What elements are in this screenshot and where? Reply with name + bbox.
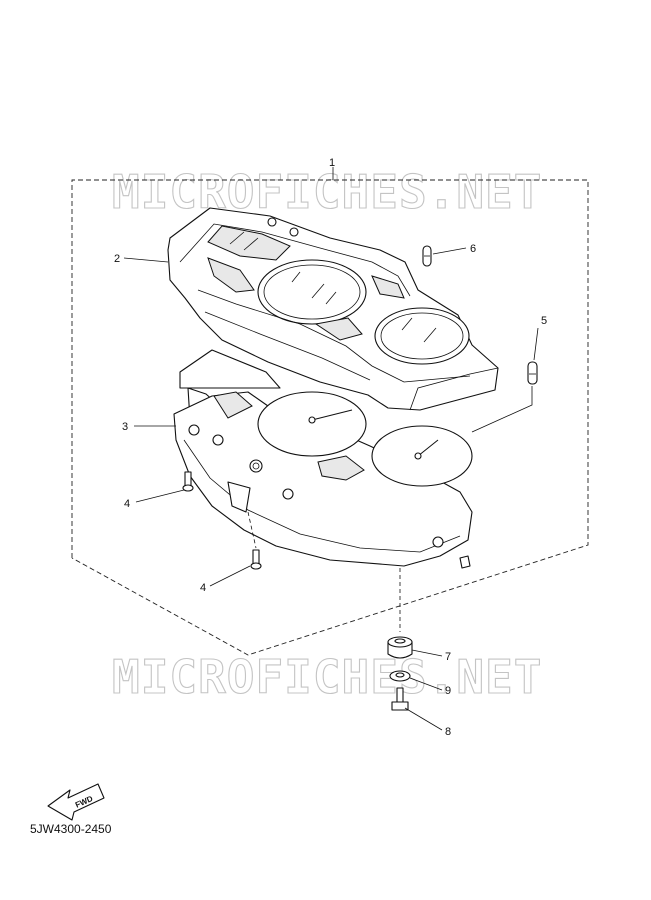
callout-5: 5 <box>541 315 547 327</box>
callout-1: 1 <box>329 157 335 169</box>
watermark-bottom: MICROFICHES.NET <box>112 650 542 704</box>
grommet-part-7 <box>387 636 413 659</box>
meter-body-part-3 <box>173 349 473 569</box>
bulb-part-5 <box>527 361 538 385</box>
watermark-top: MICROFICHES.NET <box>112 165 542 219</box>
leader-6 <box>432 247 467 255</box>
callout-4-lower: 4 <box>200 582 206 594</box>
part-number-label: 5JW4300-2450 <box>30 822 112 836</box>
leader-7 <box>411 649 443 657</box>
leader-9 <box>409 677 443 691</box>
leader-4-lower <box>209 565 251 587</box>
leader-8 <box>404 707 443 731</box>
screw-part-4-lower <box>250 549 262 570</box>
meter-cover-part-2 <box>167 207 499 411</box>
leader-5 <box>533 327 539 361</box>
screw-guide-line <box>247 511 257 549</box>
washer-part-9 <box>389 670 411 682</box>
callout-4-upper: 4 <box>124 498 130 510</box>
callout-9: 9 <box>445 685 451 697</box>
callout-6: 6 <box>470 243 476 255</box>
fwd-arrow-icon: FWD <box>47 783 105 821</box>
leader-2 <box>123 257 169 263</box>
screw-part-4-upper <box>182 471 194 492</box>
callout-8: 8 <box>445 726 451 738</box>
callout-2: 2 <box>114 253 120 265</box>
assembly-boundary <box>71 179 589 656</box>
leader-4-upper <box>135 489 185 503</box>
callout-3: 3 <box>122 421 128 433</box>
callout-7: 7 <box>445 651 451 663</box>
bulb-part-6 <box>422 245 432 267</box>
bulb-5-path <box>471 386 533 433</box>
